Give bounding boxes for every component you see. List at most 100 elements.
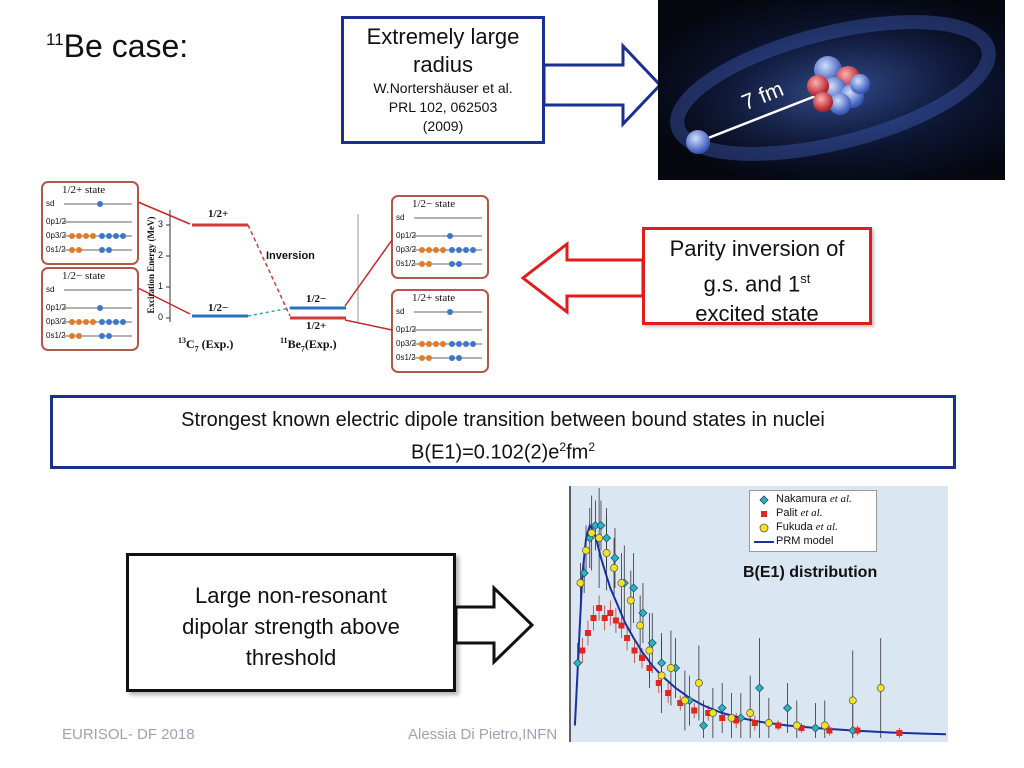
footer-conference: EURISOL- DF 2018: [62, 726, 195, 743]
radius-callout: Extremely large radius W.Nortershäuser e…: [341, 16, 545, 144]
orbital-label: 0p3/2: [396, 245, 417, 254]
orbital-label: 0p1/2: [46, 303, 67, 312]
fukuda-point: [666, 664, 675, 672]
nakamura-point: [629, 583, 639, 593]
fukuda-point: [626, 596, 635, 605]
palit-point: [584, 630, 591, 636]
inversion-label: Inversion: [266, 250, 315, 262]
y-tick: 2: [158, 250, 164, 260]
palit-point: [798, 725, 805, 731]
fukuda-point: [657, 671, 666, 680]
box-br-title: 1/2+ state: [412, 292, 456, 304]
be11-exp: (Exp.): [304, 337, 337, 351]
legend-name: Palit: [776, 507, 798, 519]
orbital-label: sd: [396, 307, 405, 316]
nakamura-point: [657, 658, 667, 668]
title-text: Be case:: [63, 28, 189, 64]
orbital-label: sd: [46, 199, 55, 208]
parity-line-3: excited state: [695, 301, 819, 327]
orbital-label: 0s1/2: [46, 331, 66, 340]
palit-point: [751, 720, 758, 726]
fukuda-point: [848, 696, 857, 705]
dipole-line-1: Strongest known electric dipole transiti…: [181, 409, 825, 431]
orbital-label: 0p1/2: [396, 231, 417, 240]
legend-name: PRM model: [776, 535, 834, 547]
nakamura-point: [647, 638, 657, 648]
orbital-label: 0s1/2: [396, 259, 416, 268]
be1-value: B(E1)=0.102(2)e: [410, 441, 560, 464]
c13-neutrons: 7: [194, 344, 199, 354]
orbital-label: 0p1/2: [396, 325, 417, 334]
nakamura-point: [755, 683, 764, 693]
fukuda-point: [595, 534, 604, 542]
orbital-label: 0p3/2: [396, 339, 417, 348]
nakamura-point: [717, 703, 727, 713]
y-tick: 1: [158, 281, 164, 291]
legend-suffix: et al.: [829, 493, 852, 505]
nakamura-point: [602, 533, 612, 543]
legend-suffix: et al.: [800, 507, 823, 519]
fukuda-point: [680, 696, 689, 705]
nonresonant-line-1: Large non-resonant: [194, 583, 388, 608]
reference-authors: W.Nortershäuser et al.: [373, 80, 513, 96]
callout-line-2: radius: [413, 52, 473, 77]
parity-callout: Parity inversion of g.s. and 1st excited…: [642, 227, 872, 326]
fukuda-point: [636, 621, 645, 630]
palit-point: [854, 727, 861, 734]
dipole-transition-box: Strongest known electric dipole transiti…: [50, 395, 956, 469]
parity-line-1: Parity inversion of: [669, 236, 845, 261]
nonresonant-line-3: threshold: [245, 645, 337, 670]
slide-title: 11Be case:: [46, 28, 188, 65]
legend-markers: [754, 495, 774, 543]
orbital-label: 0s1/2: [396, 353, 416, 362]
palit-point: [733, 717, 740, 724]
legend-entry: Fukuda et al.: [776, 521, 838, 533]
fukuda-point: [576, 579, 585, 587]
orbital-label: 0s1/2: [46, 245, 66, 254]
palit-point: [612, 617, 619, 624]
dipole-line-2: B(E1)=0.102(2)e2fm2: [53, 434, 953, 467]
nakamura-point: [810, 723, 820, 733]
be11-neutrons: 7: [300, 344, 305, 354]
palit-point: [596, 605, 603, 611]
be11-lower-level: 1/2+: [306, 320, 327, 332]
parity-line-2: g.s. and 1st: [645, 264, 869, 299]
left-arrow-icon: [520, 240, 645, 316]
c13-exp: (Exp.): [198, 337, 234, 351]
c13-lower-level: 1/2−: [208, 302, 229, 314]
palit-point: [665, 690, 672, 696]
legend-entry: Nakamura et al.: [776, 493, 852, 505]
legend-suffix: et al.: [815, 521, 838, 533]
orbital-label: 0p3/2: [46, 317, 67, 326]
palit-point: [624, 635, 631, 641]
orbital-label: sd: [396, 213, 405, 222]
fukuda-point: [602, 549, 611, 557]
palit-point: [775, 722, 782, 729]
callout-line-1: Extremely large: [366, 24, 520, 49]
fukuda-point: [582, 546, 591, 555]
fukuda-point: [645, 646, 654, 655]
palit-point: [631, 647, 638, 654]
palit-point: [646, 665, 653, 671]
fukuda-point: [792, 721, 801, 730]
fukuda-point: [764, 719, 773, 727]
be1-sup-2: 2: [588, 440, 595, 454]
palit-point: [826, 727, 833, 734]
legend-entry: PRM model: [776, 535, 833, 547]
chart-legend: Nakamura et al. Palit et al. Fukuda et a…: [749, 490, 877, 552]
fukuda-point: [694, 679, 703, 687]
box-bl-title: 1/2− state: [62, 270, 106, 282]
orbital-label: 0p3/2: [46, 231, 67, 240]
palit-point: [607, 610, 614, 616]
c13-element: C: [186, 337, 195, 351]
orbital-label: sd: [46, 285, 55, 294]
legend-diamond-marker: [759, 495, 769, 505]
palit-point: [618, 622, 625, 629]
be11-mass: 11: [280, 336, 288, 345]
orbital-label: 0p1/2: [46, 217, 67, 226]
palit-point: [655, 680, 662, 686]
fukuda-point: [587, 529, 596, 537]
right-arrow-icon: [454, 584, 535, 666]
box-tr-title: 1/2− state: [412, 198, 456, 210]
nonresonant-line-2: dipolar strength above: [182, 614, 400, 639]
